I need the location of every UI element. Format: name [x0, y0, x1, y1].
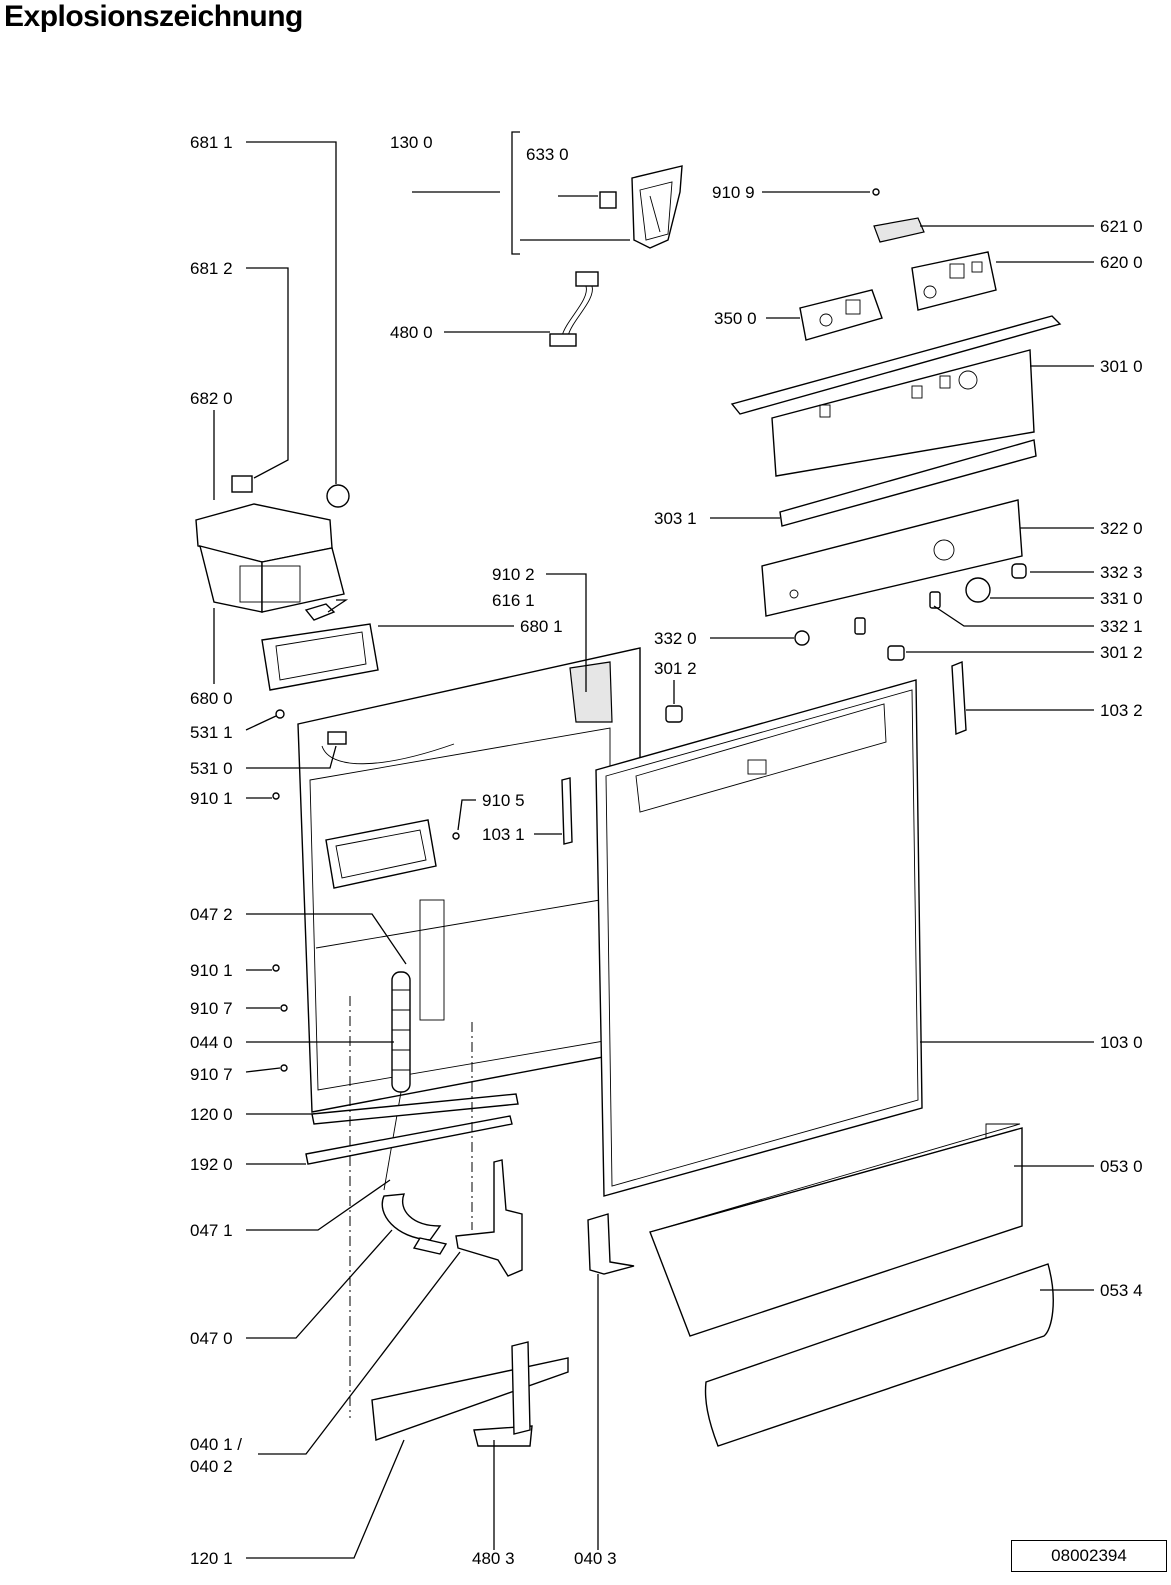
label-633-0: 633 0 [526, 145, 569, 164]
page-title: Explosionszeichnung [4, 0, 303, 33]
button-332-1-part [929, 591, 941, 609]
label-332-1: 332 1 [1100, 617, 1143, 636]
outer-door-part [595, 679, 923, 1197]
label-047-2: 047 2 [190, 905, 233, 924]
board-350-part [799, 289, 883, 341]
hinge-047-part [381, 1193, 448, 1255]
label-103-2: 103 2 [1100, 701, 1143, 720]
label-331-0: 331 0 [1100, 589, 1143, 608]
screw-910-7a-part [280, 1004, 288, 1012]
label-910-5: 910 5 [482, 791, 525, 810]
cable-480-part [549, 271, 599, 347]
label-332-0: 332 0 [654, 629, 697, 648]
label-620-0: 620 0 [1100, 253, 1143, 272]
label-103-0: 103 0 [1100, 1033, 1143, 1052]
board-620-part [911, 251, 997, 311]
label-616-1: 616 1 [492, 591, 535, 610]
label-301-2: 301 2 [1100, 643, 1143, 662]
label-910-9: 910 9 [712, 183, 755, 202]
module-621-part [873, 217, 925, 243]
label-910-2: 910 2 [492, 565, 535, 584]
label-047-1: 047 1 [190, 1221, 233, 1240]
label-910-7-upper: 910 7 [190, 999, 233, 1018]
part-labels: 681 1 130 0 633 0 910 9 621 0 681 2 620 … [190, 133, 1143, 1568]
screw-910-1a-part [272, 792, 280, 800]
label-301-2-lower: 301 2 [654, 659, 697, 678]
label-192-0: 192 0 [190, 1155, 233, 1174]
knob-332-0-part [794, 630, 810, 646]
button-332-1b-part [854, 617, 866, 635]
strip-103-1-part [561, 777, 573, 845]
screw-910-9-part [872, 188, 880, 196]
label-531-0: 531 0 [190, 759, 233, 778]
knob-332-3-part [1011, 563, 1027, 579]
label-621-0: 621 0 [1100, 217, 1143, 236]
label-120-0: 120 0 [190, 1105, 233, 1124]
label-130-0: 130 0 [390, 133, 433, 152]
dispenser-682-part [195, 475, 350, 613]
label-680-1: 680 1 [520, 617, 563, 636]
label-350-0: 350 0 [714, 309, 757, 328]
label-682-0: 682 0 [190, 389, 233, 408]
clip-301-2-part [665, 705, 683, 723]
plinth-053-0-part [649, 1123, 1023, 1337]
label-480-3: 480 3 [472, 1549, 515, 1568]
label-040-2: 040 2 [190, 1457, 233, 1476]
rail-120-0-part [311, 1093, 519, 1125]
bracket-040-part [455, 1159, 523, 1277]
plinth-053-4-part [704, 1263, 1054, 1447]
knob-331-part [965, 577, 991, 603]
label-103-1: 103 1 [482, 825, 525, 844]
label-680-0: 680 0 [190, 689, 233, 708]
label-053-4: 053 4 [1100, 1281, 1143, 1300]
front-panel-322-part [761, 499, 1023, 617]
knob-301-2-part [887, 645, 905, 661]
label-044-0: 044 0 [190, 1033, 233, 1052]
label-040-1: 040 1 / [190, 1435, 242, 1454]
leader-lines [213, 131, 1094, 1559]
label-047-0: 047 0 [190, 1329, 233, 1348]
spring-044-part [383, 971, 411, 1191]
strip-103-2-part [951, 660, 967, 736]
label-910-7-lower: 910 7 [190, 1065, 233, 1084]
part-616-1 [304, 603, 336, 621]
label-531-1: 531 1 [190, 723, 233, 742]
strip-192-0-part [305, 1115, 513, 1165]
label-332-3: 332 3 [1100, 563, 1143, 582]
inner-door-panel-part [297, 647, 641, 1113]
label-120-1: 120 1 [190, 1549, 233, 1568]
label-681-1: 681 1 [190, 133, 233, 152]
screw-910-5-part [452, 832, 460, 840]
screw-910-7b-part [280, 1064, 288, 1072]
screw-910-1b-part [272, 964, 280, 972]
label-303-1: 303 1 [654, 509, 697, 528]
label-040-3: 040 3 [574, 1549, 617, 1568]
strip-303-part [779, 439, 1037, 527]
label-910-1-lower: 910 1 [190, 961, 233, 980]
label-322-0: 322 0 [1100, 519, 1143, 538]
label-480-0: 480 0 [390, 323, 433, 342]
lower-rail-120-1-part [371, 1341, 569, 1447]
reference-number-box: 08002394 [1011, 1540, 1167, 1572]
label-053-0: 053 0 [1100, 1157, 1143, 1176]
label-681-2: 681 2 [190, 259, 233, 278]
control-panel-301-part [730, 315, 1062, 477]
label-910-1-upper: 910 1 [190, 789, 233, 808]
bracket-assembly-part [599, 165, 683, 249]
screw-531-1-part [275, 709, 285, 719]
label-301-0: 301 0 [1100, 357, 1143, 376]
bracket-040-3-part [587, 1213, 635, 1275]
gasket-680-1-part [261, 623, 379, 691]
